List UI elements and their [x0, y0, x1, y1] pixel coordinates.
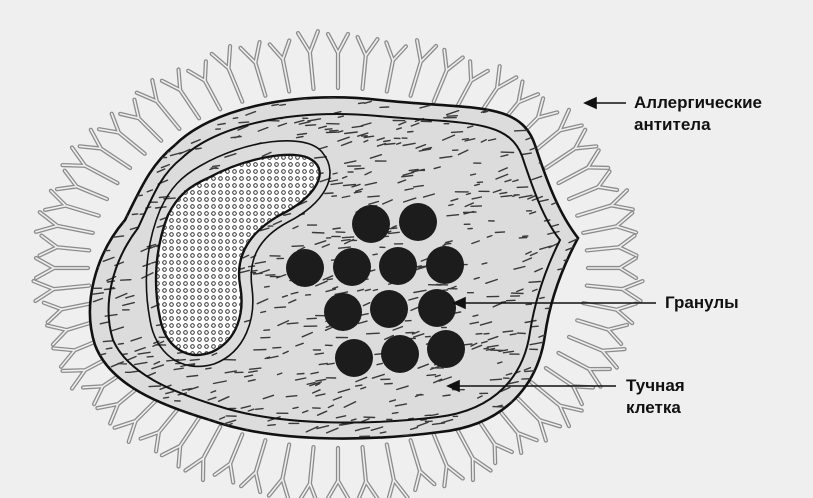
- label-granules: Гранулы: [665, 292, 739, 314]
- granule: [418, 289, 456, 327]
- antibody-receptor: [358, 447, 378, 498]
- granule: [381, 335, 419, 373]
- label-line-1: Гранулы: [665, 292, 739, 314]
- antibody-receptor: [298, 447, 318, 498]
- arrowhead-antibodies: [585, 98, 596, 108]
- granule: [379, 247, 417, 285]
- label-allergic-antibodies: Аллергические антитела: [634, 92, 762, 136]
- antibody-receptor: [577, 320, 627, 344]
- granule: [324, 293, 362, 331]
- antibody-receptor: [215, 434, 243, 482]
- antibody-receptor: [411, 40, 437, 96]
- antibody-receptor: [188, 61, 220, 109]
- granule: [427, 330, 465, 368]
- antibody-receptor: [387, 445, 408, 498]
- granule: [370, 290, 408, 328]
- granule: [286, 249, 324, 287]
- antibody-receptor: [411, 440, 435, 490]
- granule: [399, 203, 437, 241]
- antibody-receptor-core: [120, 100, 161, 141]
- antibody-receptor: [212, 46, 243, 102]
- granule: [335, 339, 373, 377]
- label-line-2: клетка: [626, 397, 685, 419]
- antibody-receptor: [241, 440, 265, 492]
- antibody-receptor: [456, 61, 488, 109]
- antibody-receptor: [434, 434, 463, 486]
- label-line-2: антитела: [634, 114, 762, 136]
- granule: [426, 246, 464, 284]
- antibody-receptor: [241, 42, 266, 96]
- antibody-receptor: [434, 50, 463, 102]
- granule: [352, 205, 390, 243]
- label-mast-cell: Тучная клетка: [626, 375, 685, 419]
- label-line-1: Аллергические: [634, 92, 762, 114]
- label-line-1: Тучная: [626, 375, 685, 397]
- granule: [333, 248, 371, 286]
